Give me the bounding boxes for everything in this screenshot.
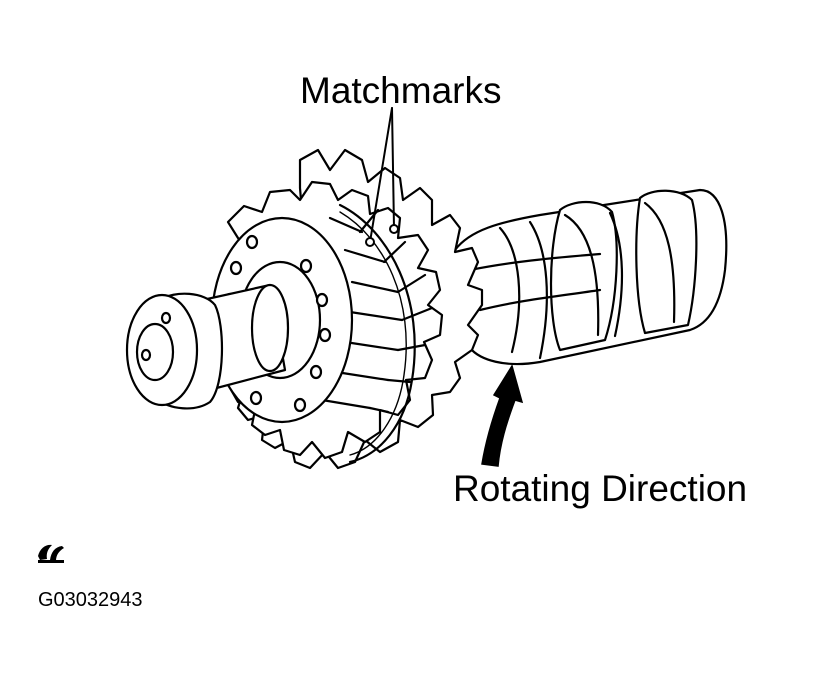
matchmark-pointers	[365, 107, 399, 247]
rotating-direction-label: Rotating Direction	[453, 468, 748, 509]
shaft-stub	[125, 283, 290, 410]
rotation-arrow	[481, 364, 524, 467]
eye-icon	[38, 544, 64, 563]
matchmarks-label: Matchmarks	[300, 70, 502, 111]
figure-id: G03032943	[38, 589, 143, 611]
camshaft	[453, 188, 728, 366]
